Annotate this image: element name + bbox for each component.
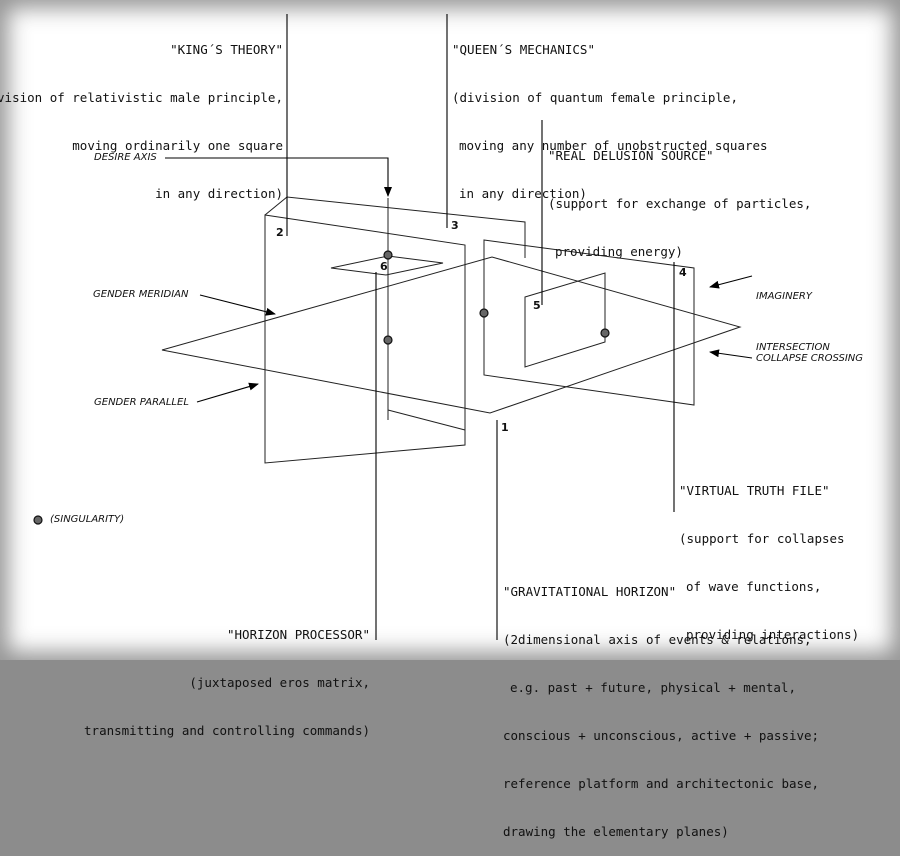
- singularity-point: [479, 308, 489, 318]
- virtual-truth-file-label: "VIRTUAL TRUTH FILE" (support for collap…: [679, 451, 859, 659]
- kings-theory-line: (division of relativistic male principle…: [0, 90, 283, 105]
- plane-number-4: 4: [679, 266, 687, 279]
- virtual-truth-file-line: (support for collapses: [679, 531, 845, 546]
- imaginery-label-line: IMAGINERY: [756, 291, 812, 302]
- virtual-truth-file-plane: [483, 239, 695, 406]
- plane-number-1: 1: [501, 421, 509, 434]
- gravitational-horizon-line: drawing the elementary planes): [503, 824, 729, 839]
- gravitational-horizon-line: (2dimensional axis of events & relations…: [503, 632, 812, 647]
- gravitational-horizon-plane: [161, 256, 742, 414]
- real-delusion-source-line: providing energy): [555, 244, 683, 259]
- kings-theory-label: "KING´S THEORY" (division of relativisti…: [0, 10, 283, 218]
- legend-singularity-label: (SINGULARITY): [50, 514, 125, 525]
- lower-edge-line: [387, 409, 466, 431]
- collapse-crossing-arrow: [709, 349, 753, 359]
- imaginery-intersection-arrow: [709, 275, 753, 289]
- horizon-processor-label: "HORIZON PROCESSOR" (juxtaposed eros mat…: [84, 595, 370, 755]
- desire-axis-arrow: [165, 157, 392, 197]
- collapse-crossing-label: COLLAPSE CROSSING: [756, 353, 864, 364]
- kings-theory-title: "KING´S THEORY": [170, 42, 283, 57]
- legend-singularity-icon: [33, 515, 43, 525]
- kings-theory-plane: [264, 214, 466, 464]
- gender-meridian-arrow: [199, 294, 276, 316]
- plane-number-2: 2: [276, 226, 284, 239]
- virtual-truth-file-line: providing interactions): [686, 627, 860, 642]
- queens-mechanics-line: moving any number of unobstructed square…: [459, 138, 768, 153]
- diagram-drawing: [33, 14, 753, 640]
- gender-parallel-label: GENDER PARALLEL: [94, 397, 189, 408]
- gender-parallel-arrow: [196, 382, 259, 403]
- real-delusion-source-line: (support for exchange of particles,: [548, 196, 812, 211]
- singularity-point: [383, 250, 393, 260]
- virtual-truth-file-line: of wave functions,: [686, 579, 822, 594]
- virtual-truth-file-title: "VIRTUAL TRUTH FILE": [679, 483, 830, 498]
- plane-number-5: 5: [533, 299, 541, 312]
- horizon-processor-line: (juxtaposed eros matrix,: [189, 675, 370, 690]
- imaginery-intersection-label: IMAGINERY INTERSECTION: [756, 254, 830, 373]
- kings-theory-line: moving ordinarily one square: [72, 138, 283, 153]
- queens-mechanics-title: "QUEEN´S MECHANICS": [452, 42, 595, 57]
- real-delusion-source-title: "REAL DELUSION SOURCE": [548, 148, 714, 163]
- queens-mechanics-line: (division of quantum female principle,: [452, 90, 738, 105]
- gender-meridian-label: GENDER MERIDIAN: [93, 289, 189, 300]
- gravitational-horizon-label: "GRAVITATIONAL HORIZON" (2dimensional ax…: [503, 552, 819, 856]
- horizon-processor-plane: [330, 255, 444, 276]
- horizon-processor-title: "HORIZON PROCESSOR": [227, 627, 370, 642]
- gravitational-horizon-title: "GRAVITATIONAL HORIZON": [503, 584, 677, 599]
- singularity-point: [600, 328, 610, 338]
- intersection-label-line: INTERSECTION: [756, 342, 830, 353]
- real-delusion-source-label: "REAL DELUSION SOURCE" (support for exch…: [548, 116, 811, 276]
- desire-axis-label: DESIRE AXIS: [94, 152, 157, 163]
- real-delusion-source-plane: [524, 272, 606, 368]
- gravitational-horizon-line: reference platform and architectonic bas…: [503, 776, 820, 791]
- plane-number-3: 3: [451, 219, 459, 232]
- singularity-point: [383, 335, 393, 345]
- kings-theory-line: in any direction): [155, 186, 283, 201]
- plane-number-6: 6: [380, 260, 388, 273]
- queens-mechanics-label: "QUEEN´S MECHANICS" (division of quantum…: [452, 10, 768, 218]
- queens-mechanics-line: in any direction): [459, 186, 587, 201]
- horizon-processor-line: transmitting and controlling commands): [84, 723, 370, 738]
- gravitational-horizon-line: conscious + unconscious, active + passiv…: [503, 728, 820, 743]
- gravitational-horizon-line: e.g. past + future, physical + mental,: [510, 680, 796, 695]
